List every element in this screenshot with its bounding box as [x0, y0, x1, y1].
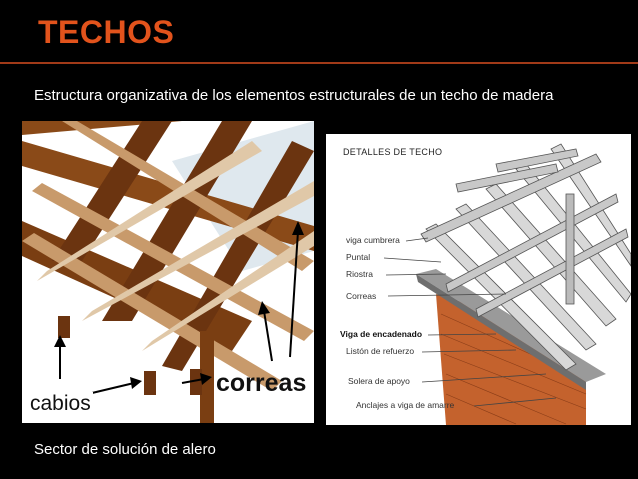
- label-correas: correas: [216, 369, 307, 397]
- details-title: DETALLES DE TECHO: [343, 147, 443, 157]
- eave-detail-figure: cabios correas: [22, 121, 314, 423]
- label-solera-de-apoyo: Solera de apoyo: [348, 376, 410, 386]
- label-riostra: Riostra: [346, 269, 373, 279]
- label-cabios: cabios: [28, 392, 93, 416]
- eave-detail-drawing: [22, 121, 314, 423]
- slide-footer: Sector de solución de alero: [34, 441, 216, 458]
- slide-subtitle: Estructura organizativa de los elementos…: [34, 87, 554, 104]
- label-liston-de-refuerzo: Listón de refuerzo: [346, 346, 415, 356]
- slide-title: TECHOS: [38, 14, 175, 50]
- label-puntal: Puntal: [346, 252, 371, 262]
- roof-details-drawing: [383, 143, 631, 425]
- label-correas-detail: Correas: [346, 291, 377, 301]
- label-viga-cumbrera: viga cumbrera: [346, 235, 400, 245]
- label-viga-de-encadenado: Viga de encadenado: [340, 329, 423, 339]
- title-divider: [0, 62, 638, 64]
- label-anclajes: Anclajes a viga de amarre: [356, 400, 455, 410]
- roof-details-figure: DETALLES DE TECHO viga cumbrera Puntal R…: [326, 134, 631, 425]
